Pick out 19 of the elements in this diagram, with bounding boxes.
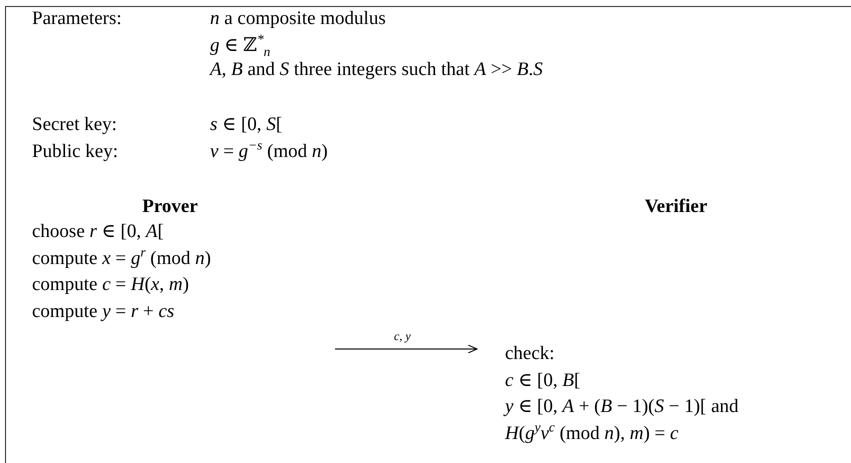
party-heading: Prover xyxy=(141,195,199,219)
field-label: Public key: xyxy=(32,141,118,163)
protocol-step: H(g$^{y}$v$^{c}$ (mod n), m) = c xyxy=(477,420,847,447)
party-heading: Verifier xyxy=(644,195,708,219)
field-value: v = g$^{−s}$ (mod n) xyxy=(210,141,328,163)
field-label: Parameters: xyxy=(32,8,122,30)
field-label: Secret key: xyxy=(32,114,117,136)
field-value: n a composite modulus xyxy=(210,8,386,30)
protocol-step: compute c = H(x, m) xyxy=(32,272,335,298)
protocol-step: compute x = g$^{r}$ (mod n) xyxy=(32,246,335,272)
protocol-step: y ∈ [0, A + (B − 1)(S − 1)[ and xyxy=(477,394,847,420)
protocol-step: choose r ∈ [0, A[ xyxy=(32,219,335,246)
protocol-step: check: xyxy=(477,341,847,368)
protocol-step: compute y = r + cs xyxy=(32,298,335,325)
field-value: A, B and S three integers such that A >> B.S xyxy=(210,59,543,81)
protocol-step: c ∈ [0, B[ xyxy=(477,368,847,394)
edge-label: c, y xyxy=(394,329,411,343)
field-value: s ∈ [0, S[ xyxy=(210,114,282,136)
arrow xyxy=(334,344,478,354)
